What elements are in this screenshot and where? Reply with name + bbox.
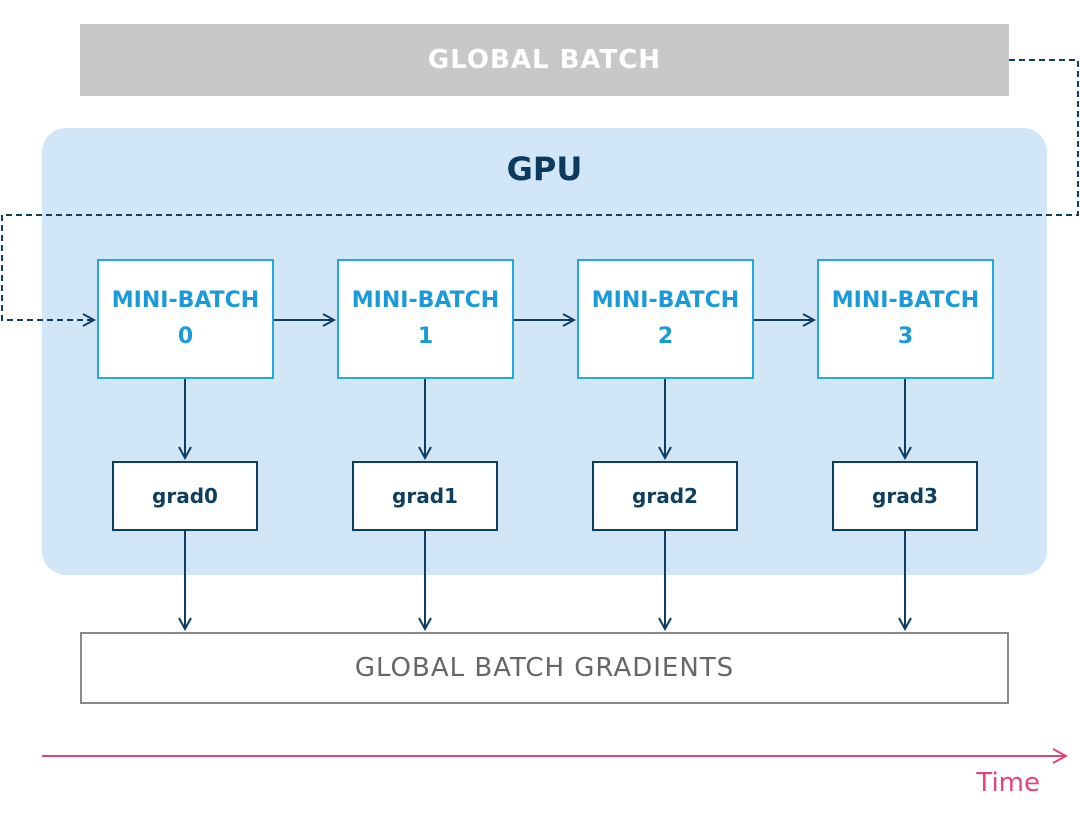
mini-batch-3: MINI-BATCH 3 — [817, 259, 994, 379]
grad-label: grad1 — [392, 484, 458, 508]
mini-batch-label: MINI-BATCH — [831, 288, 980, 313]
grad-label: grad0 — [152, 484, 218, 508]
mini-batch-index: 0 — [177, 324, 194, 349]
global-batch-gradients-box: GLOBAL BATCH GRADIENTS — [80, 632, 1009, 704]
mini-batch-label: MINI-BATCH — [351, 288, 500, 313]
mini-batch-2: MINI-BATCH 2 — [577, 259, 754, 379]
dashed-input-arrow — [1, 59, 1079, 320]
gpu-label: GPU — [506, 150, 583, 188]
mini-batch-0: MINI-BATCH 0 — [97, 259, 274, 379]
mini-batch-1: MINI-BATCH 1 — [337, 259, 514, 379]
mini-batch-index: 2 — [657, 324, 674, 349]
mini-batch-index: 1 — [417, 324, 434, 349]
grad-label: grad3 — [872, 484, 938, 508]
grad-box-1: grad1 — [352, 461, 498, 531]
global-batch-bar: GLOBAL BATCH — [80, 24, 1009, 96]
mini-batch-label: MINI-BATCH — [111, 288, 260, 313]
time-label: Time — [976, 768, 1040, 798]
grad-box-2: grad2 — [592, 461, 738, 531]
grad-box-3: grad3 — [832, 461, 978, 531]
mini-batch-label: MINI-BATCH — [591, 288, 740, 313]
global-batch-label: GLOBAL BATCH — [427, 45, 662, 75]
global-batch-gradients-label: GLOBAL BATCH GRADIENTS — [354, 653, 735, 683]
grad-box-0: grad0 — [112, 461, 258, 531]
mini-batch-index: 3 — [897, 324, 914, 349]
grad-label: grad2 — [632, 484, 698, 508]
